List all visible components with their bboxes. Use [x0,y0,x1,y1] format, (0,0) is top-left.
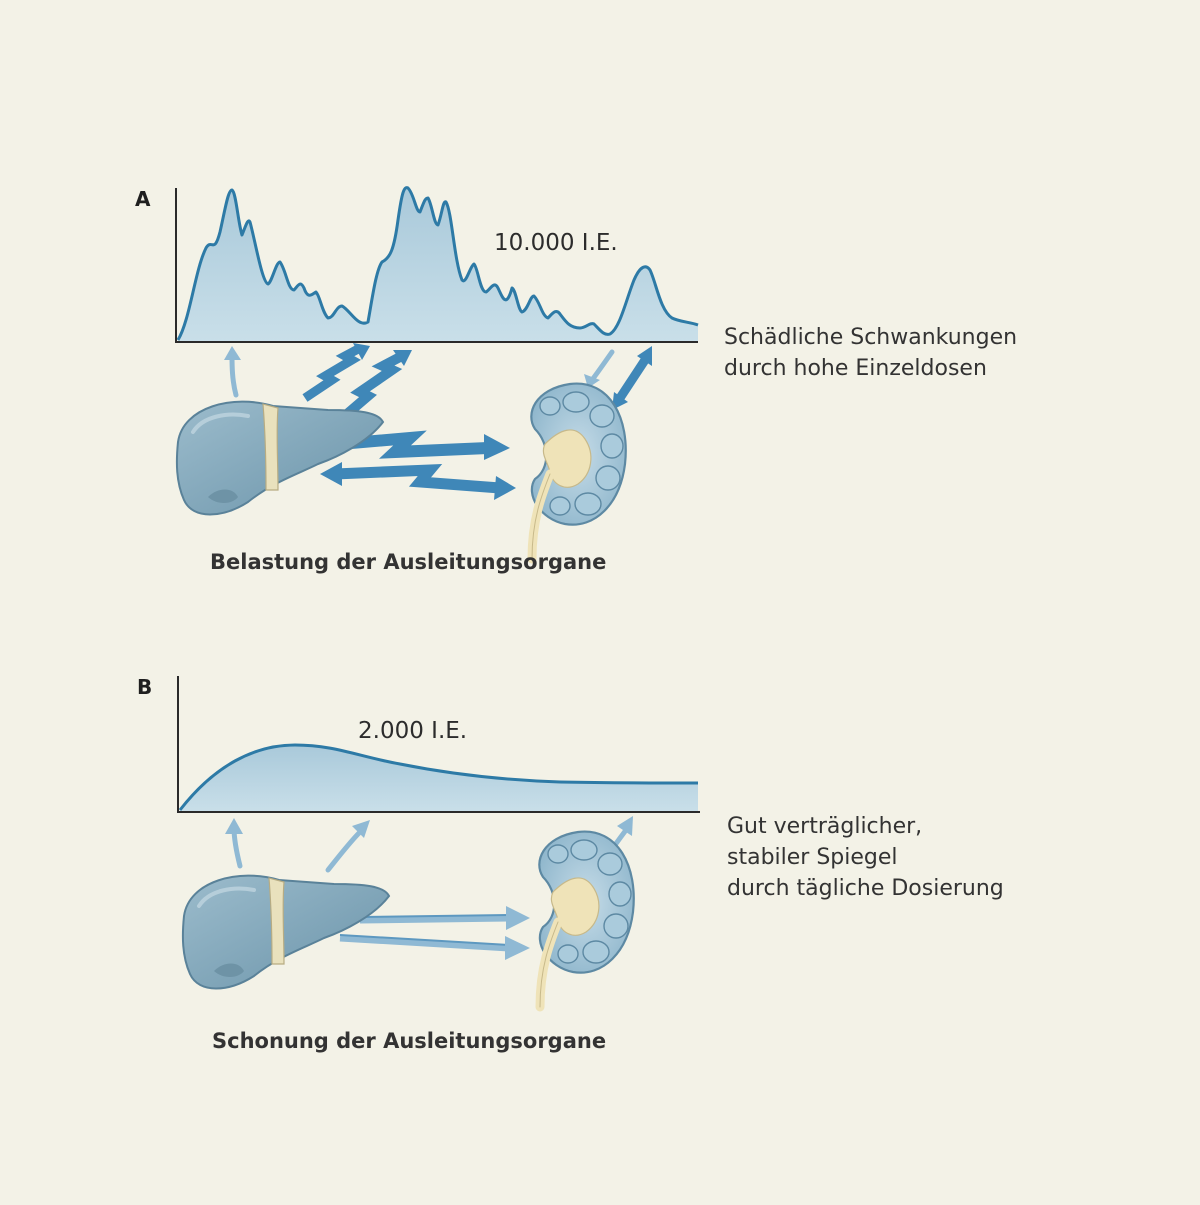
panel-a-description: Schädliche Schwankungen durch hohe Einze… [724,322,1017,384]
zigzag-arrow-icon [327,430,510,460]
liver-icon [180,873,391,991]
zigzag-arrow-icon [336,350,412,424]
arrow-icon [359,906,530,930]
panel-b [177,676,700,1007]
panel-a-letter: A [135,187,151,211]
panel-b-description: Gut verträglicher, stabiler Spiegel durc… [727,811,1004,904]
fluctuation-curve-line [176,186,699,341]
double-arrow-icon [320,462,516,500]
arrow-icon [225,818,243,869]
panel-a-caption: Belastung der Ausleitungsorgane [210,550,607,574]
zigzag-arrow-icon [302,343,370,402]
double-arrow-icon [612,346,652,410]
arrows-b [225,816,633,960]
panel-b-dose-label: 2.000 I.E. [358,718,468,744]
panel-b-description-line-1: Gut verträglicher, [727,814,923,839]
arrow-icon [584,349,615,388]
fluctuation-chart [175,186,699,343]
fluctuation-curve-fill [178,187,698,342]
arrows-a [224,343,652,500]
panel-a [174,186,699,559]
panel-b-caption: Schonung der Ausleitungsorgane [212,1029,607,1053]
panel-a-dose-label: 10.000 I.E. [494,230,618,256]
kidney-icon [531,384,625,559]
arrow-icon [224,346,241,398]
liver-icon [174,399,385,517]
panel-b-letter: B [137,675,153,699]
stable-chart [177,676,700,813]
arrow-icon [339,934,530,960]
stable-curve-line [178,743,699,811]
panel-b-description-line-3: durch tägliche Dosierung [727,876,1004,901]
kidney-icon [539,832,633,1007]
panel-a-description-line-1: Schädliche Schwankungen [724,325,1018,350]
stable-curve-fill [180,745,698,812]
panel-a-description-line-2: durch hohe Einzeldosen [724,356,987,381]
arrow-icon [325,820,370,873]
panel-b-description-line-2: stabiler Spiegel [727,845,898,870]
